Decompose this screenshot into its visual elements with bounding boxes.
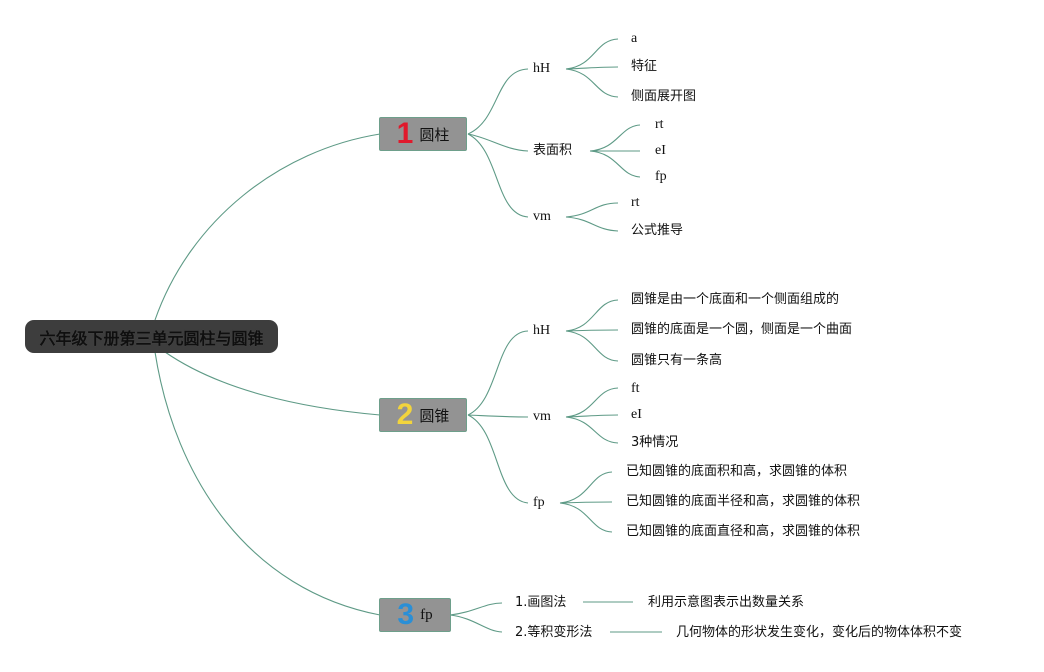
link-t3-s2 [449, 614, 503, 633]
leaf[interactable]: 圆锥的底面是一个圆，侧面是一个曲面 [631, 322, 853, 337]
topic-cone[interactable]: 2 圆锥 [379, 398, 467, 432]
priority-1-icon: 1 [396, 117, 414, 150]
topic-label: 圆柱 [419, 125, 450, 144]
subtopic[interactable]: hH [533, 323, 551, 338]
link-t2s2-l1 [565, 387, 619, 418]
link-root-topic2 [164, 351, 381, 416]
leaf[interactable]: 特征 [631, 59, 658, 74]
link-t2s1-l3 [565, 330, 619, 362]
leaf[interactable]: rt [655, 117, 664, 132]
link-t2-s3 [467, 414, 529, 504]
subtopic[interactable]: hH [533, 61, 551, 76]
subtopic[interactable]: 1.画图法 [515, 595, 567, 610]
leaf[interactable]: 侧面展开图 [631, 89, 697, 104]
link-t1s2-l3 [589, 150, 641, 178]
topic-cylinder[interactable]: 1 圆柱 [379, 117, 467, 151]
link-t1-s3 [467, 133, 529, 218]
link-t2s1-l2 [565, 329, 619, 332]
subtopic[interactable]: vm [533, 209, 551, 224]
subtopic[interactable]: vm [533, 409, 551, 424]
leaf[interactable]: 3种情况 [631, 435, 679, 450]
subtopic[interactable]: 2.等积变形法 [515, 625, 593, 640]
link-t1s1-l3 [565, 68, 619, 98]
leaf[interactable]: rt [631, 195, 640, 210]
leaf[interactable]: 公式推导 [631, 223, 684, 238]
leaf[interactable]: 已知圆锥的底面积和高，求圆锥的体积 [626, 464, 848, 479]
subtopic[interactable]: fp [533, 495, 545, 510]
root-topic[interactable]: 六年级下册第三单元圆柱与圆锥 [25, 320, 278, 353]
link-t1s1-l1 [565, 38, 619, 70]
link-t2-s2 [467, 414, 529, 418]
leaf[interactable]: 圆锥是由一个底面和一个侧面组成的 [631, 292, 840, 307]
topic-method[interactable]: 3 fp [379, 598, 451, 632]
topic-label: 圆锥 [419, 406, 450, 425]
leaf[interactable]: 圆锥只有一条高 [631, 353, 723, 368]
link-t3-s1 [449, 602, 503, 616]
link-t1s3-l1 [565, 202, 619, 218]
link-root-topic1 [154, 133, 381, 321]
leaf[interactable]: eI [631, 407, 642, 422]
link-t1s1-l2 [565, 66, 619, 70]
subtopic[interactable]: 表面积 [533, 143, 573, 158]
link-t2s3-l2 [559, 501, 613, 504]
priority-2-icon: 2 [396, 398, 414, 431]
link-t1-s2 [467, 133, 529, 152]
leaf[interactable]: 已知圆锥的底面半径和高，求圆锥的体积 [626, 494, 861, 509]
leaf[interactable]: 已知圆锥的底面直径和高，求圆锥的体积 [626, 524, 861, 539]
link-t1-s1 [467, 68, 529, 135]
link-root-topic3 [154, 351, 381, 616]
link-t1s2-l1 [589, 124, 641, 152]
link-t2s2-l2 [565, 414, 619, 418]
leaf[interactable]: 利用示意图表示出数量关系 [648, 595, 805, 610]
link-t2s2-l3 [565, 416, 619, 444]
root-title: 六年级下册第三单元圆柱与圆锥 [39, 328, 264, 348]
topic-label: fp [420, 606, 433, 623]
link-t1s3-l2 [565, 216, 619, 232]
leaf[interactable]: fp [655, 169, 667, 184]
priority-3-icon: 3 [397, 598, 415, 631]
link-t2-s1 [467, 330, 529, 416]
link-t2s1-l1 [565, 299, 619, 332]
link-t2s3-l1 [559, 471, 613, 504]
link-t2s3-l3 [559, 502, 613, 533]
leaf[interactable]: ft [631, 381, 640, 396]
leaf[interactable]: eI [655, 143, 666, 158]
leaf[interactable]: a [631, 31, 638, 46]
leaf[interactable]: 几何物体的形状发生变化，变化后的物体体积不变 [676, 625, 963, 640]
